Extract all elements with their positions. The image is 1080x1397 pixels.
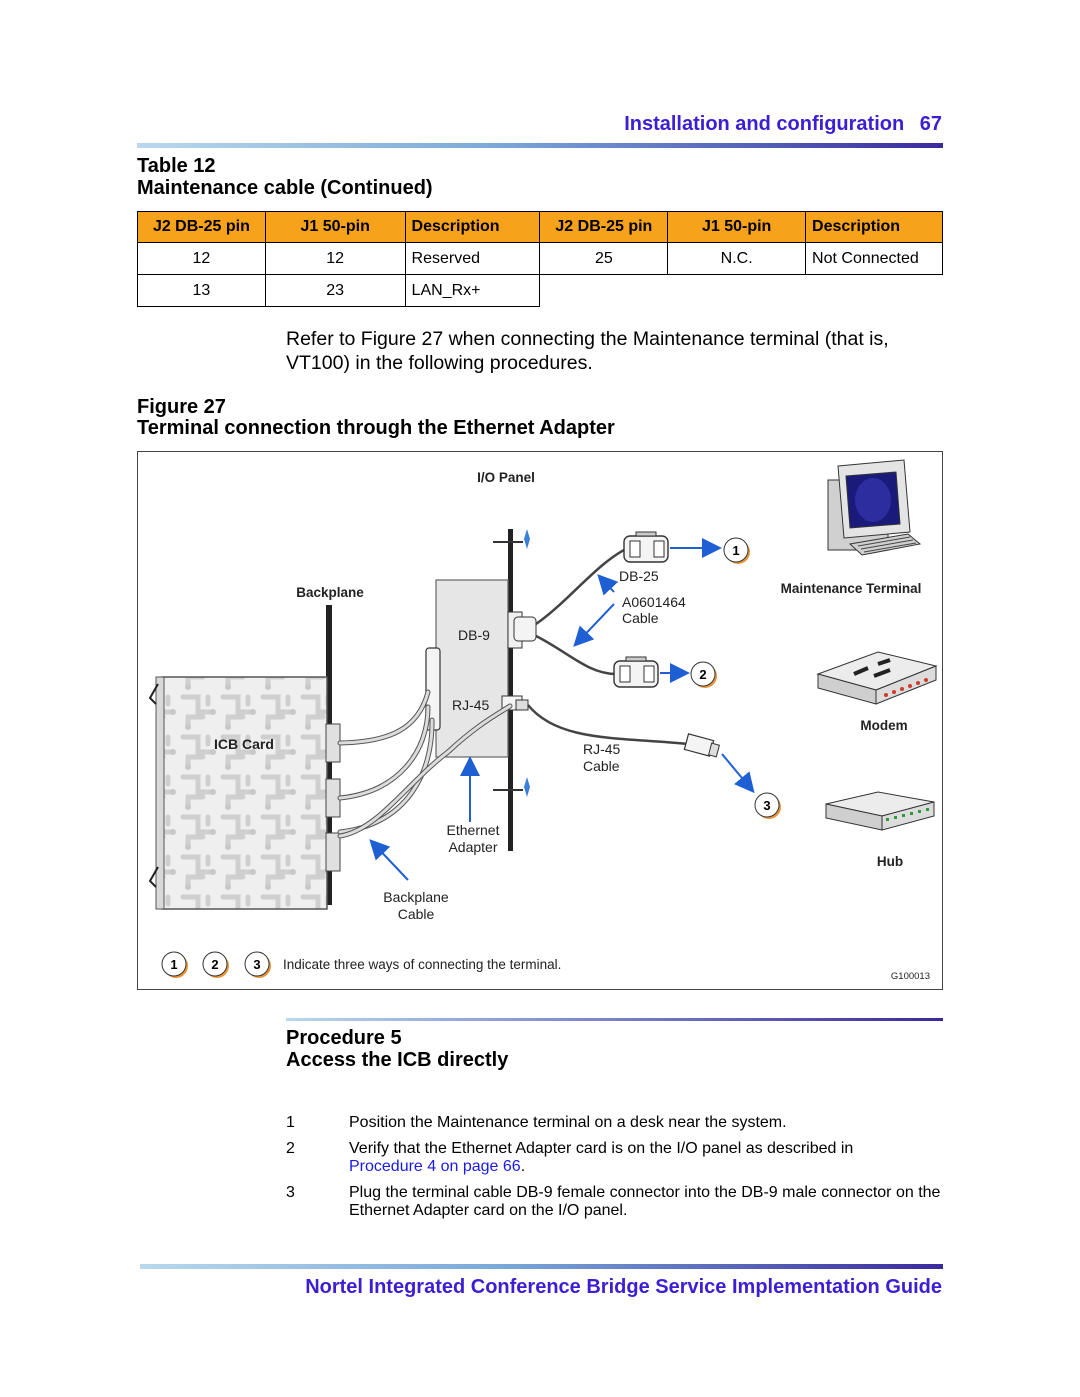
procedure-4-link[interactable]: Procedure 4 on page 66 xyxy=(349,1158,521,1175)
intro-paragraph: Refer to Figure 27 when connecting the M… xyxy=(286,328,889,374)
header-rule xyxy=(137,143,943,148)
svg-text:1: 1 xyxy=(170,957,177,972)
label-db9: DB-9 xyxy=(458,627,490,643)
label-backplane-cable-line2: Cable xyxy=(398,906,435,922)
ethernet-adapter-card xyxy=(425,579,537,758)
label-cable: Cable xyxy=(622,610,659,626)
column-header: J2 DB-25 pin xyxy=(539,211,669,243)
label-ethernet-line2: Adapter xyxy=(448,839,497,855)
column-header: J1 50-pin xyxy=(667,211,807,243)
legend-badge-1: 1 xyxy=(161,951,188,978)
label-a0601464: A0601464 xyxy=(622,594,686,610)
svg-text:3: 3 xyxy=(253,957,260,972)
header-title: Installation and configuration xyxy=(624,113,905,135)
maintenance-terminal-computer xyxy=(827,459,922,556)
label-io-panel: I/O Panel xyxy=(477,470,535,485)
table-cell: 13 xyxy=(137,274,266,307)
step-number: 1 xyxy=(286,1114,295,1131)
table-cell: 25 xyxy=(539,242,669,275)
legend-text: Indicate three ways of connecting the te… xyxy=(283,957,561,972)
table-cell: N.C. xyxy=(667,242,807,275)
label-icb-card: ICB Card xyxy=(214,736,274,752)
label-backplane: Backplane xyxy=(296,585,364,600)
column-header: J2 DB-25 pin xyxy=(137,211,266,243)
svg-text:1: 1 xyxy=(732,543,739,558)
label-rj45-cable-line2: Cable xyxy=(583,758,620,774)
maintenance-cable-table: J2 DB-25 pin J1 50-pin Description J2 DB… xyxy=(137,211,943,307)
io-panel-rail xyxy=(493,529,530,851)
badge-1: 1 xyxy=(723,537,750,564)
figure-27-diagram: 1 2 3 xyxy=(137,451,943,990)
column-header: Description xyxy=(805,211,943,243)
figure-caption-title: Terminal connection through the Ethernet… xyxy=(137,417,615,439)
rj45-plug xyxy=(683,733,721,758)
running-header: Installation and configuration 67 xyxy=(624,113,942,136)
table-caption-number: Table 12 xyxy=(137,155,216,177)
label-ethernet-line1: Ethernet xyxy=(447,822,500,838)
table-row: 12 12 Reserved 25 N.C. Not Connected xyxy=(137,242,943,275)
step-text-tail: . xyxy=(520,1158,526,1175)
step-number: 2 xyxy=(286,1140,295,1157)
badge-2: 2 xyxy=(690,661,717,688)
maintenance-cables xyxy=(527,546,689,746)
icb-card xyxy=(148,676,341,910)
footer-title: Nortel Integrated Conference Bridge Serv… xyxy=(305,1276,942,1298)
column-header: J1 50-pin xyxy=(264,211,406,243)
label-modem: Modem xyxy=(860,718,907,733)
table-cell-empty xyxy=(540,275,943,307)
procedure-number: Procedure 5 xyxy=(286,1027,402,1049)
step-text: Position the Maintenance terminal on a d… xyxy=(349,1114,787,1131)
table-cell: LAN_Rx+ xyxy=(404,274,541,307)
step-text-with-link: Verify that the Ethernet Adapter card is… xyxy=(349,1140,944,1176)
label-rj45-cable-line1: RJ-45 xyxy=(583,741,621,757)
table-row: 13 23 LAN_Rx+ xyxy=(137,274,943,307)
table-cell: Not Connected xyxy=(805,242,943,275)
table-header-row: J2 DB-25 pin J1 50-pin Description J2 DB… xyxy=(137,211,943,243)
db25-connector-1 xyxy=(623,531,669,563)
table-cell: 12 xyxy=(264,242,406,275)
figure-caption-number: Figure 27 xyxy=(137,396,226,418)
modem-device xyxy=(816,651,938,705)
step-text: Verify that the Ethernet Adapter card is… xyxy=(349,1140,854,1157)
footer-rule xyxy=(140,1264,943,1269)
legend-badge-2: 2 xyxy=(202,951,229,978)
column-header: Description xyxy=(404,211,541,243)
db25-connector-2 xyxy=(613,656,659,688)
table-cell: Reserved xyxy=(404,242,541,275)
backplane-cables xyxy=(337,689,513,839)
label-maintenance-terminal: Maintenance Terminal xyxy=(781,581,922,596)
legend-badge-3: 3 xyxy=(244,951,271,978)
figure-id: G100013 xyxy=(891,971,930,982)
label-rj45: RJ-45 xyxy=(452,697,490,713)
step-text: Plug the terminal cable DB-9 female conn… xyxy=(349,1184,941,1219)
label-db25: DB-25 xyxy=(619,568,659,584)
label-hub: Hub xyxy=(877,854,903,869)
table-cell: 23 xyxy=(264,274,406,307)
procedure-title: Access the ICB directly xyxy=(286,1049,509,1071)
procedure-rule xyxy=(286,1018,943,1021)
table-caption-title: Maintenance cable (Continued) xyxy=(137,177,433,199)
badge-3: 3 xyxy=(754,792,781,819)
label-backplane-cable-line1: Backplane xyxy=(383,889,449,905)
step-number: 3 xyxy=(286,1184,295,1201)
page-number: 67 xyxy=(919,113,942,135)
svg-text:3: 3 xyxy=(763,798,770,813)
table-cell: 12 xyxy=(137,242,266,275)
hub-device xyxy=(825,791,935,831)
svg-text:2: 2 xyxy=(699,667,706,682)
svg-text:2: 2 xyxy=(211,957,218,972)
blue-arrows xyxy=(369,538,755,881)
